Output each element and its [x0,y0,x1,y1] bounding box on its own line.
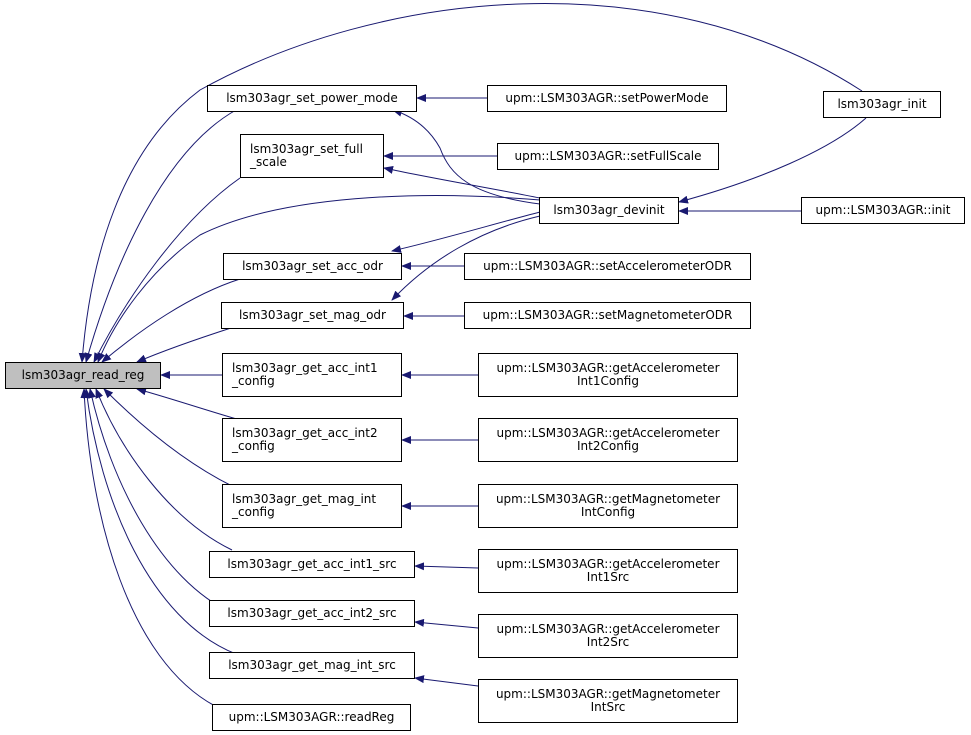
node-lsm303agr-get-mag-int-config[interactable]: lsm303agr_get_mag_int _config [222,484,402,528]
edge-devinit-to-set-acc-odr [391,211,541,253]
edge-upm-getaccint2src-to-get-acc-int2-src [414,618,479,629]
edge-upm-getmagintsrc-to-get-mag-int-src [414,675,479,687]
edge-get-acc-int2-src-to-read-reg [88,388,233,614]
edge-devinit-to-set-mag-odr [391,215,541,301]
edge-set-mag-odr-to-read-reg [136,326,235,363]
edge-set-full-scale-to-read-reg [93,177,241,363]
node-lsm303agr-devinit[interactable]: lsm303agr_devinit [539,197,679,224]
node-lsm303agr-read-reg: lsm303agr_read_reg [5,362,161,389]
node-upm-setmagnetometerodr[interactable]: upm::LSM303AGR::setMagnetometerODR [464,302,751,329]
node-lsm303agr-set-power-mode[interactable]: lsm303agr_set_power_mode [207,85,417,112]
node-upm-setfullscale[interactable]: upm::LSM303AGR::setFullScale [497,143,719,170]
edge-set-power-mode-to-read-reg [84,109,237,363]
node-lsm303agr-set-mag-odr[interactable]: lsm303agr_set_mag_odr [221,302,404,329]
edge-init-to-devinit [678,117,867,204]
node-lsm303agr-init[interactable]: lsm303agr_init [823,91,941,118]
node-upm-setaccelerometerodr[interactable]: upm::LSM303AGR::setAccelerometerODR [464,253,751,280]
node-lsm303agr-get-acc-int1-config[interactable]: lsm303agr_get_acc_int1 _config [222,353,402,397]
node-upm-getaccelerometerint2config[interactable]: upm::LSM303AGR::getAccelerometer Int2Con… [478,418,738,462]
node-lsm303agr-set-acc-odr[interactable]: lsm303agr_set_acc_odr [223,253,402,280]
edge-upm-readreg-to-read-reg [80,388,216,707]
node-upm-getmagnetometerintconfig[interactable]: upm::LSM303AGR::getMagnetometer IntConfi… [478,484,738,528]
node-upm-setpowermode[interactable]: upm::LSM303AGR::setPowerMode [487,85,727,112]
edge-get-mag-int-config-to-read-reg [103,388,233,487]
node-upm-getaccelerometerint2src[interactable]: upm::LSM303AGR::getAccelerometer Int2Src [478,614,738,658]
edge-init-to-read-reg [78,3,863,363]
edge-get-acc-int2-config-to-read-reg [136,387,241,421]
edge-upm-getaccint1src-to-get-acc-int1-src [414,562,479,571]
edge-set-acc-odr-to-read-reg [101,278,241,363]
node-upm-init[interactable]: upm::LSM303AGR::init [801,197,965,224]
node-lsm303agr-get-acc-int2-config[interactable]: lsm303agr_get_acc_int2 _config [222,418,402,462]
node-upm-getmagnetometerintsrc[interactable]: upm::LSM303AGR::getMagnetometer IntSrc [478,679,738,723]
node-lsm303agr-get-mag-int-src[interactable]: lsm303agr_get_mag_int_src [209,652,415,679]
node-upm-getaccelerometerint1src[interactable]: upm::LSM303AGR::getAccelerometer Int1Src [478,549,738,593]
node-upm-readreg[interactable]: upm::LSM303AGR::readReg [212,704,411,731]
node-lsm303agr-get-acc-int2-src[interactable]: lsm303agr_get_acc_int2_src [209,600,415,627]
node-lsm303agr-get-acc-int1-src[interactable]: lsm303agr_get_acc_int1_src [209,551,415,578]
edge-get-mag-int-src-to-read-reg [83,388,237,655]
node-lsm303agr-set-full-scale[interactable]: lsm303agr_set_full _scale [240,134,384,178]
node-upm-getaccelerometerint1config[interactable]: upm::LSM303AGR::getAccelerometer Int1Con… [478,353,738,397]
edge-devinit-to-read-reg [97,195,541,363]
edge-get-acc-int1-src-to-read-reg [95,388,233,551]
edge-devinit-to-set-power-mode [392,108,541,205]
edge-devinit-to-set-full-scale [383,166,541,199]
